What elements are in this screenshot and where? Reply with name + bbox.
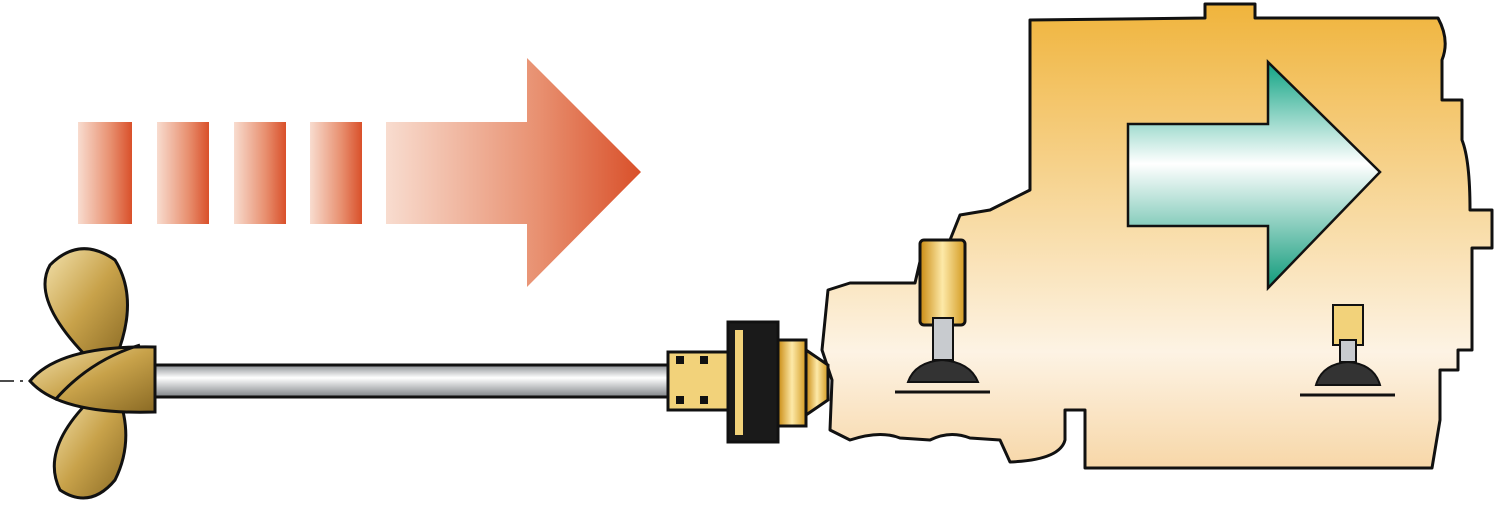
- shaft-icon: [148, 363, 682, 399]
- thrust-arrow-icon: [78, 58, 641, 287]
- engine-icon: [820, 2, 1494, 470]
- propeller-icon: [28, 247, 157, 500]
- coupling-icon: [666, 320, 830, 444]
- engine-mount-icon: [895, 238, 1395, 397]
